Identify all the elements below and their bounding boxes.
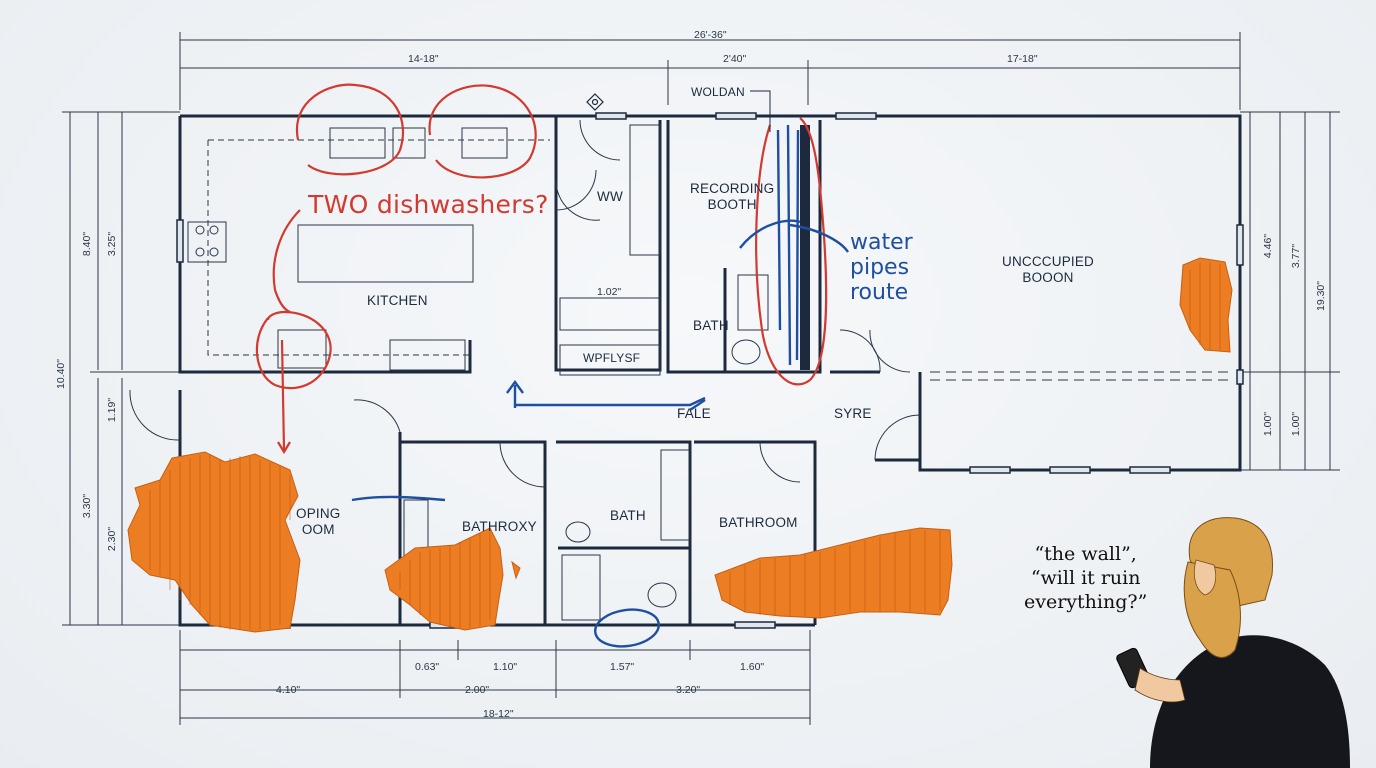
dim-overall-top: 26'-36" <box>694 29 727 41</box>
chase-wall <box>800 125 810 370</box>
dim-right-d: 1.00" <box>1262 411 1275 437</box>
room-label-sleeping: OPING OOM <box>296 506 341 537</box>
label-woldan: WOLDAN <box>691 85 745 99</box>
dim-top-left: 14-18" <box>408 53 439 65</box>
note-water-pipes: water pipes route <box>850 230 913 305</box>
room-label-recording-booth: RECORDING BOOTH <box>690 181 775 212</box>
dim-top-right: 17-18" <box>1007 53 1038 65</box>
dim-bottom-overall: 18-12" <box>483 708 514 720</box>
dim-closet: 1.02" <box>597 286 622 298</box>
dim-bottom-a: 0.63" <box>415 661 440 673</box>
dim-left-b: 3.25" <box>106 231 119 257</box>
dim-bottom-c: 1.57" <box>610 661 635 673</box>
dim-left-e: 2.30" <box>106 526 119 552</box>
fixtures <box>129 119 1230 621</box>
room-label-fale: FALE <box>677 406 711 421</box>
orange-tape-scraps <box>127 257 1233 633</box>
quote-the-wall: “the wall”, “will it ruin everything?” <box>1024 543 1148 613</box>
dim-left-a: 8.40" <box>81 231 94 257</box>
dim-bottom-b: 1.10" <box>493 661 518 673</box>
room-label-bathroom: BATHROOM <box>719 515 798 530</box>
dim-bottom-d: 1.60" <box>740 661 765 673</box>
tape-texture <box>149 262 1221 630</box>
dim-right-c: 19.30" <box>1315 280 1328 312</box>
room-label-unoccupied: UNCCCUPIED BOOON <box>1002 254 1095 285</box>
room-label-bath-mid: BATH <box>610 508 646 523</box>
room-label-wpflysf: WPFLYSF <box>583 351 641 365</box>
dim-bottom-g: 3.20" <box>676 684 701 696</box>
dim-right-b: 3.77" <box>1290 243 1303 269</box>
north-arrow-icon <box>586 93 604 111</box>
man-sketch <box>1116 517 1350 768</box>
dim-bottom-f: 2.00" <box>465 684 490 696</box>
dim-left-c: 1.19" <box>106 397 119 423</box>
dim-left-d: 3.30" <box>81 493 94 519</box>
room-label-ww: WW <box>597 189 623 204</box>
note-two-dishwashers: TWO dishwashers? <box>308 190 549 219</box>
label-leader-line <box>750 90 771 132</box>
dim-bottom-e: 4.10" <box>276 684 301 696</box>
room-label-bath-top: BATH <box>693 318 729 333</box>
room-label-syre: SYRE <box>834 406 872 421</box>
dim-right-e: 1.00" <box>1290 411 1303 437</box>
dim-right-a: 4.46" <box>1262 233 1275 259</box>
room-label-kitchen: KITCHEN <box>367 293 428 308</box>
dim-left-outer: 10.40" <box>55 358 68 390</box>
blue-marker-lines <box>351 124 849 648</box>
dim-top-mid: 2'40" <box>723 53 747 65</box>
room-label-bathroxy: BATHROXY <box>462 519 537 534</box>
dimension-lines <box>62 32 1340 725</box>
